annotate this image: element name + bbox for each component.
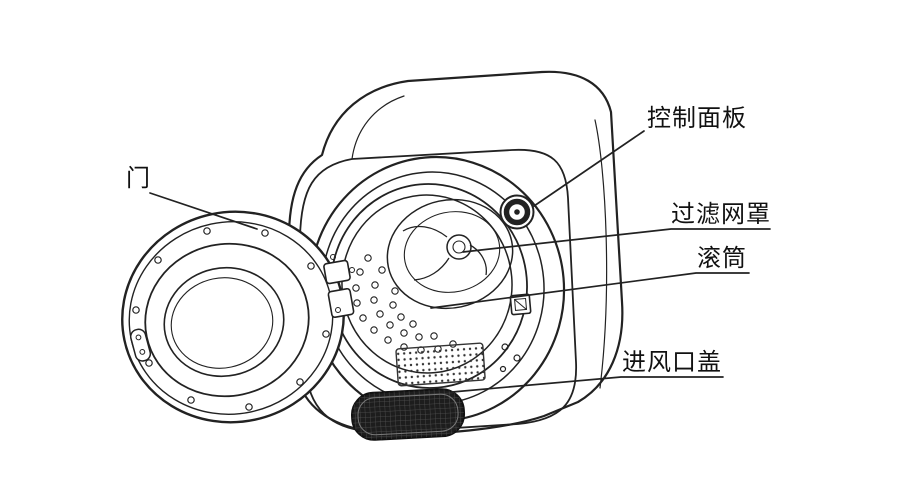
air-inlet-mesh xyxy=(351,389,465,440)
perforation-hole xyxy=(352,284,360,292)
door-screw xyxy=(145,359,153,367)
air-inlet-cover xyxy=(350,388,466,441)
knob-ring xyxy=(503,198,531,226)
door-window-glass xyxy=(170,277,274,369)
drum-fin xyxy=(413,257,450,281)
door-latch xyxy=(129,328,152,362)
label-air-inlet-cover: 进风口盖 xyxy=(622,349,722,376)
perforation-hole xyxy=(409,320,417,328)
hinge-screw xyxy=(330,254,336,260)
leader-door xyxy=(149,192,258,230)
latch-catch-slot xyxy=(514,297,528,311)
door-screws xyxy=(132,227,330,411)
small-hole xyxy=(499,365,507,373)
door-latch-hole xyxy=(139,348,146,355)
door-screw xyxy=(296,378,304,386)
perforation-hole xyxy=(391,287,399,295)
door-screw xyxy=(245,403,253,411)
door-screw xyxy=(261,229,269,237)
top-face-corner-curve xyxy=(351,95,405,160)
hinge-screw xyxy=(335,307,341,313)
labels: 门 控制面板 过滤网罩 滚筒 进风口盖 xyxy=(126,105,771,376)
drum-fin xyxy=(469,244,487,276)
perforation-hole xyxy=(384,336,392,344)
door-screw xyxy=(307,262,315,270)
perforation-hole xyxy=(378,266,386,274)
hinge-bracket-lower xyxy=(327,287,355,319)
drum-back-wall xyxy=(386,198,514,310)
drum-back-wall-inner xyxy=(403,211,501,293)
door-window-rim xyxy=(163,266,285,378)
label-control-panel: 控制面板 xyxy=(647,105,747,132)
perforation-hole xyxy=(389,301,397,309)
filter-cover-cap-outer xyxy=(446,234,472,260)
perforation-hole xyxy=(371,281,379,289)
perforation-hole xyxy=(370,326,378,334)
hinge-bracket-upper xyxy=(323,259,351,285)
leader-air-inlet xyxy=(451,376,724,393)
door-screw xyxy=(322,330,330,338)
perforation-hole xyxy=(370,296,378,304)
front-small-holes xyxy=(499,343,521,373)
label-door: 门 xyxy=(126,165,151,192)
small-hole xyxy=(513,354,521,362)
perforation-hole xyxy=(400,329,408,337)
door-screw xyxy=(187,396,195,404)
leader-filter-cover xyxy=(462,228,771,253)
perforation-hole xyxy=(386,321,394,329)
leader-drum xyxy=(430,272,750,309)
hinge-screw xyxy=(349,267,355,273)
leader-lines xyxy=(149,130,771,393)
label-drum: 滚筒 xyxy=(697,245,747,272)
perforation-hole xyxy=(397,313,405,321)
lower-vent xyxy=(395,342,486,387)
perforation-hole xyxy=(353,299,361,307)
latch-catch-detail xyxy=(514,299,527,310)
small-hole xyxy=(501,343,509,351)
perforation-hole xyxy=(376,310,384,318)
drum-interior xyxy=(352,198,514,354)
perforation-hole xyxy=(430,332,438,340)
door-latch-hole xyxy=(135,334,142,341)
perforation-hole xyxy=(356,268,364,276)
perforation-hole xyxy=(415,333,423,341)
perforation-hole xyxy=(359,314,367,322)
filter-cover-cap-inner xyxy=(452,240,466,254)
door-hinge xyxy=(323,254,355,319)
air-inlet-rim xyxy=(357,393,459,436)
perforation-hole xyxy=(364,254,372,262)
vent-dotted-panel xyxy=(395,342,486,387)
drum-fins xyxy=(402,225,487,281)
knob-center xyxy=(514,209,520,215)
door-screw xyxy=(203,227,211,235)
leader-control-panel xyxy=(533,130,645,207)
drum-fin xyxy=(402,225,448,238)
door-screw xyxy=(132,306,140,314)
label-filter-cover: 过滤网罩 xyxy=(671,201,771,228)
door-screw xyxy=(154,256,162,264)
latch-catch xyxy=(509,293,532,316)
control-knob xyxy=(499,194,535,230)
